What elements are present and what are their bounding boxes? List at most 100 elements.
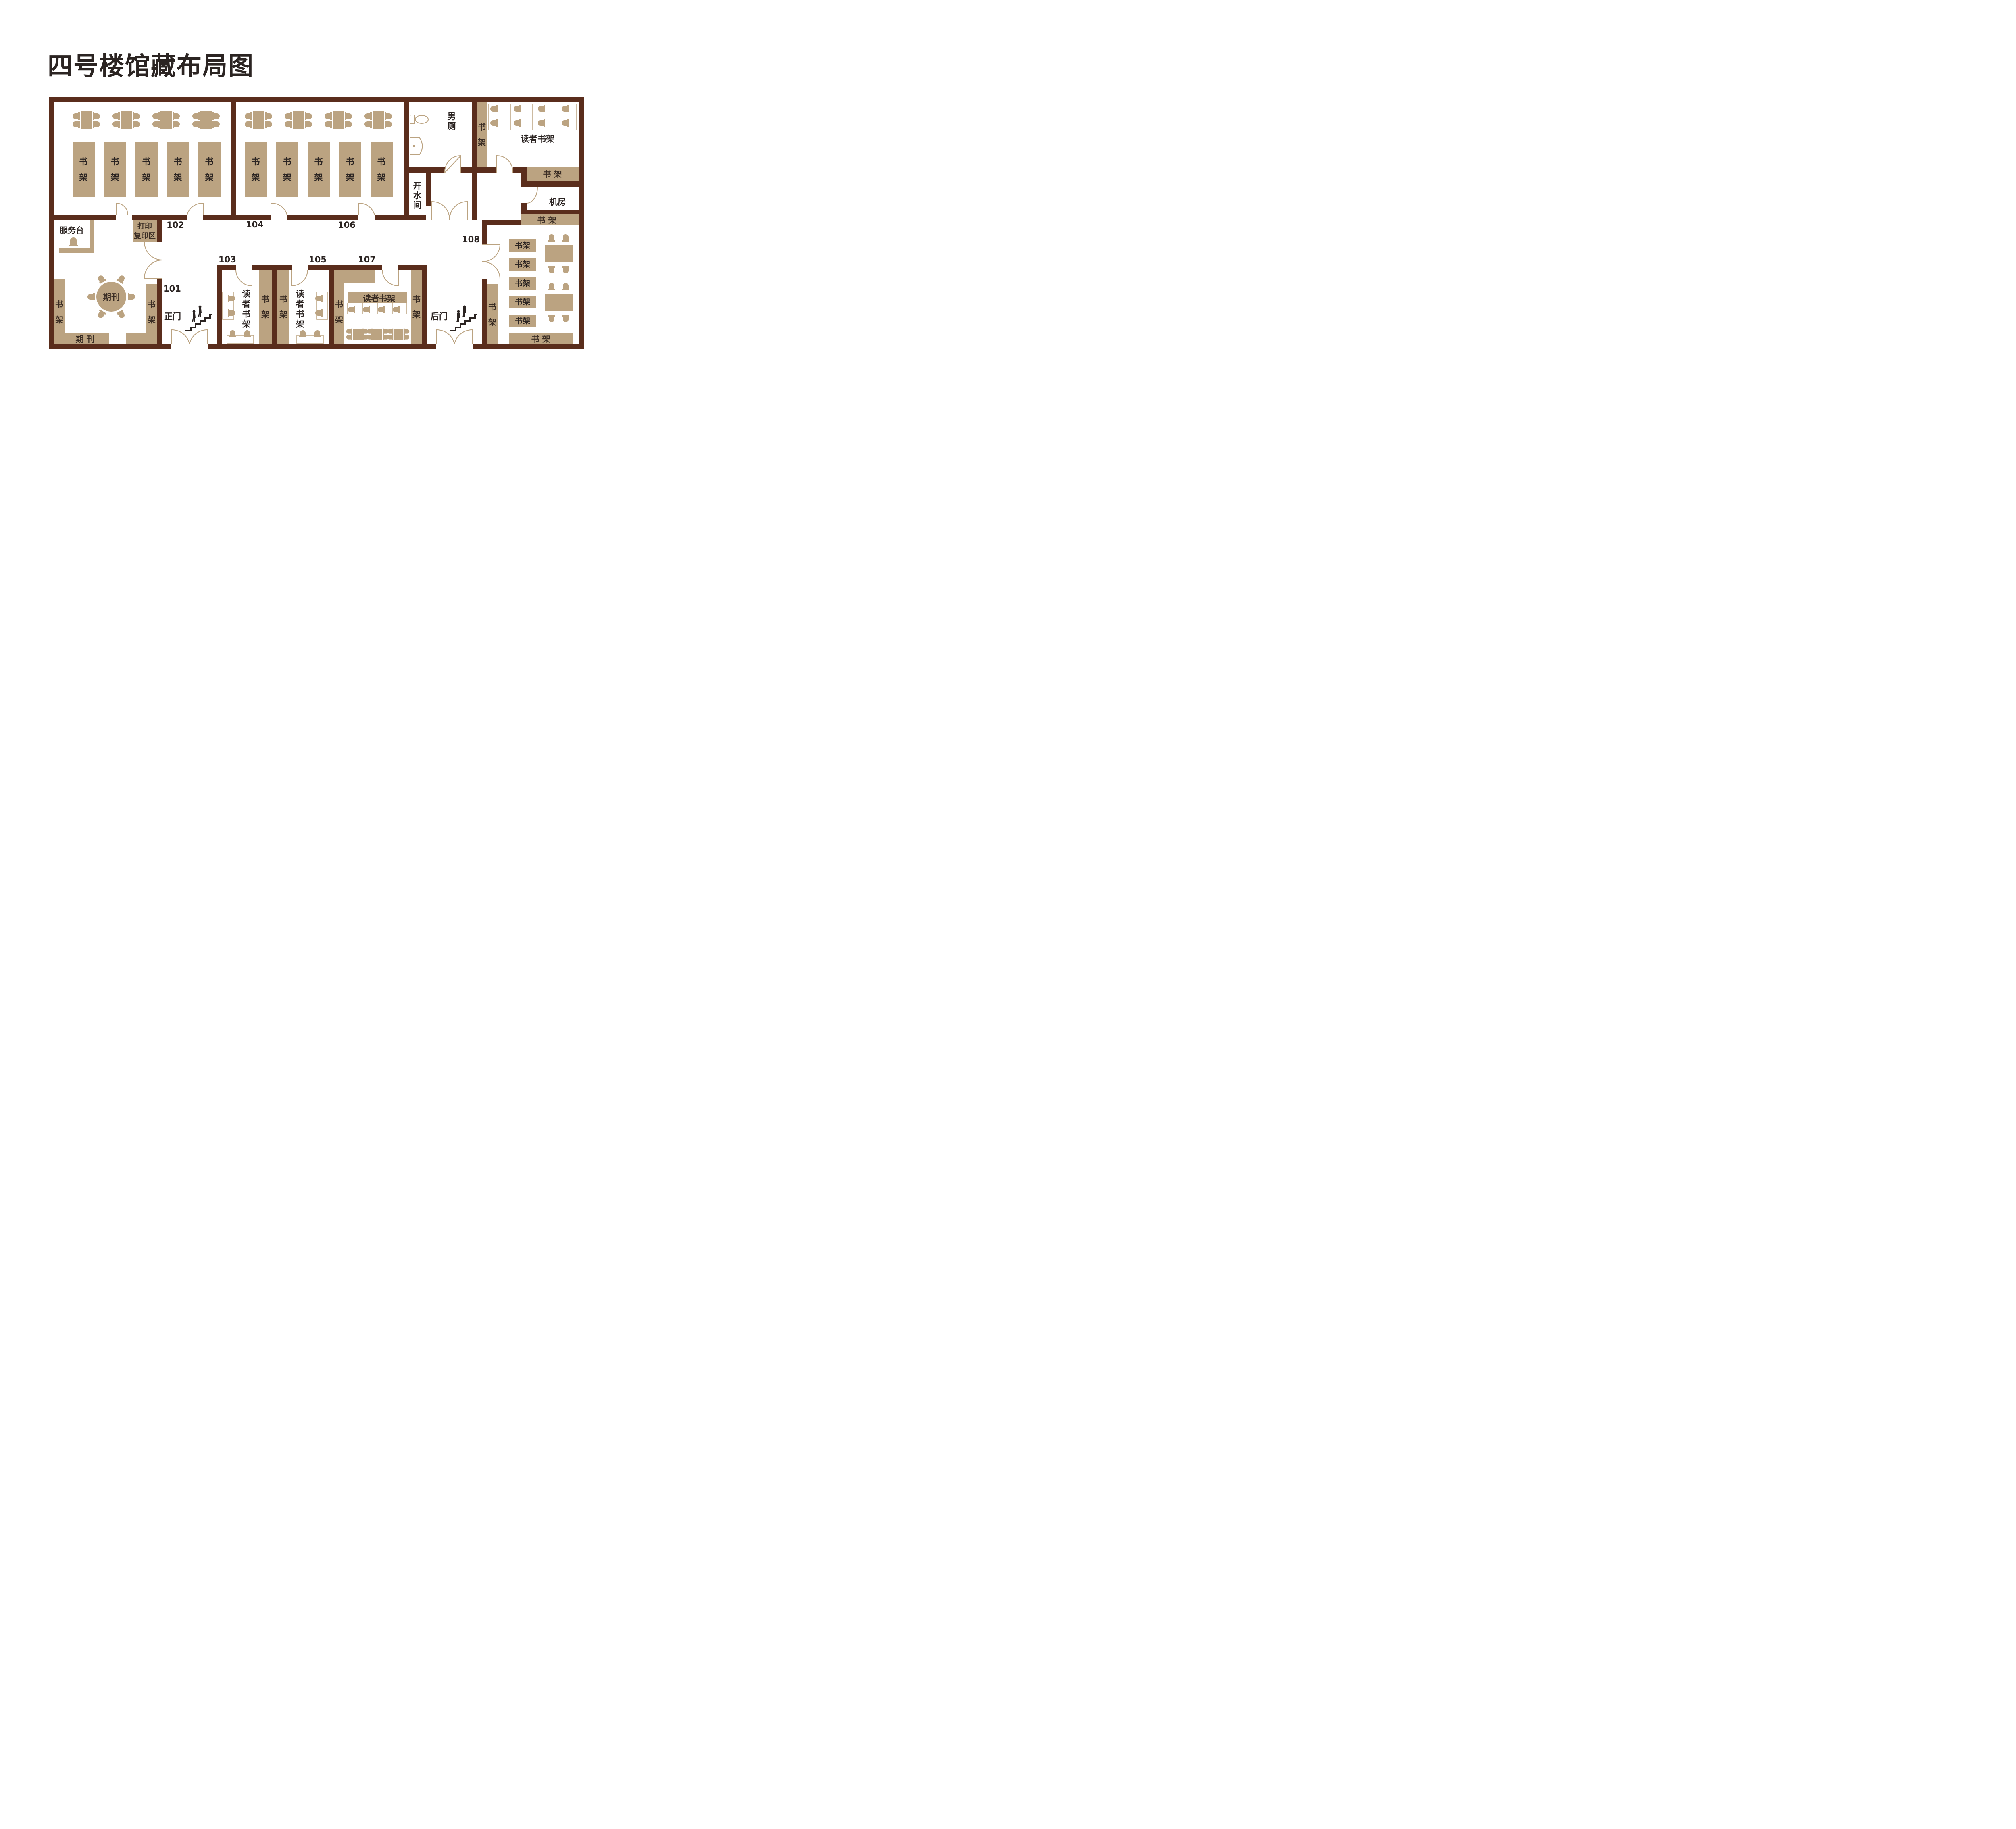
shelf-label: 架 [174, 173, 182, 182]
bookshelf [167, 142, 189, 197]
svg-text:读: 读 [296, 289, 304, 299]
bookshelf [245, 142, 267, 197]
bookshelf [73, 142, 95, 197]
room-102-furniture: 书架 书架 书架 书架 书架 [73, 111, 221, 197]
service-desk-label: 服务台 [60, 225, 84, 235]
svg-text:期 刊: 期 刊 [76, 334, 95, 344]
svg-text:书: 书 [335, 300, 343, 309]
svg-text:书: 书 [279, 294, 287, 304]
shelf-label: 书 [205, 157, 214, 167]
table-icon [285, 111, 312, 129]
svg-text:架: 架 [261, 310, 269, 319]
svg-text:架: 架 [488, 317, 496, 327]
bookshelf [339, 142, 361, 197]
bookshelf [371, 142, 393, 197]
desk-icon [488, 104, 577, 130]
room-number: 104 [246, 220, 264, 229]
svg-text:开: 开 [413, 181, 422, 191]
desk-icon [296, 292, 328, 344]
shelf-label: 书 [377, 157, 386, 167]
svg-text:书架: 书架 [515, 279, 530, 288]
table-icon [364, 111, 392, 129]
svg-text:书 架: 书 架 [543, 169, 562, 179]
shelf-label: 架 [252, 173, 260, 182]
room-107: 书 架 书 架 读者书架 [334, 270, 422, 344]
shelf-label: 书 [346, 157, 354, 167]
bookshelf [308, 142, 330, 197]
table-icon [73, 111, 100, 129]
room-number: 102 [167, 220, 184, 230]
table-icon [545, 245, 573, 262]
svg-text:者: 者 [296, 299, 304, 309]
svg-text:书架: 书架 [515, 241, 530, 250]
room-104-furniture: 书架 书架 书架 书架 书架 [245, 111, 393, 197]
back-door-label: 后门 [431, 312, 448, 321]
shelf-label: 架 [346, 173, 354, 182]
desk-icon [347, 303, 407, 314]
svg-text:书 架: 书 架 [537, 215, 556, 225]
room-number: 105 [309, 255, 327, 265]
water-room-label: 开 水 间 [413, 181, 422, 210]
svg-text:书架: 书架 [515, 260, 530, 269]
shelf-label: 书 [283, 157, 292, 167]
svg-text:打印: 打印 [137, 222, 152, 231]
svg-text:读: 读 [242, 289, 251, 299]
svg-text:书: 书 [296, 309, 304, 319]
svg-text:架: 架 [412, 310, 421, 319]
map-title: 四号楼馆藏布局图 [48, 51, 254, 81]
svg-text:书: 书 [478, 122, 486, 132]
table-icon [192, 111, 220, 129]
bookshelf [276, 142, 298, 197]
svg-text:架: 架 [335, 315, 343, 325]
stairs-icon [450, 305, 477, 331]
svg-text:架: 架 [55, 315, 63, 325]
reader-shelf-label: 读者书架 [521, 134, 554, 144]
table-icon [112, 111, 140, 129]
periodicals-label: 期刊 [103, 292, 120, 302]
shelf-label: 书 [142, 157, 151, 167]
sink-icon [410, 137, 423, 155]
svg-text:书: 书 [148, 300, 156, 309]
desk-icon [222, 292, 254, 344]
room-number: 101 [163, 284, 181, 294]
shelf-label: 架 [283, 173, 292, 182]
svg-text:书: 书 [488, 302, 496, 312]
reader-shelf-room: 书 架 读者书架 书 架 [477, 102, 579, 181]
main-door-label: 正门 [164, 312, 181, 321]
shelf-label: 架 [79, 173, 88, 182]
room-105: 书 架 读 者 书 架 [277, 270, 328, 344]
table-icon [325, 111, 352, 129]
shelf-label: 书 [79, 157, 88, 167]
room-number: 106 [338, 220, 356, 230]
svg-text:书架: 书架 [515, 317, 530, 325]
shelf-label: 书 [111, 157, 119, 167]
svg-text:书: 书 [55, 300, 63, 309]
shelf-label: 架 [377, 173, 386, 182]
shelf-label: 书 [252, 157, 260, 167]
reader-shelf-label: 读 者 书 架 [242, 289, 251, 329]
table-icon [152, 111, 180, 129]
room-103: 书 架 读 者 书 架 [222, 270, 272, 344]
mens-label: 男 [448, 112, 456, 121]
svg-text:复印区: 复印区 [133, 231, 156, 240]
room-number: 108 [462, 235, 480, 244]
periodicals-room: 服务台 打印 复印区 书 架 书 架 期 刊 期刊 [54, 220, 157, 344]
bookshelf [104, 142, 126, 197]
svg-text:书: 书 [412, 294, 421, 304]
table-icon [545, 294, 573, 311]
svg-text:架: 架 [148, 315, 156, 325]
mens-label: 厕 [448, 121, 456, 131]
bookshelf [135, 142, 158, 197]
mens-restroom: 男 厕 [410, 112, 456, 155]
bookshelf [198, 142, 221, 197]
svg-text:间: 间 [413, 200, 422, 210]
chair-icon [69, 237, 78, 246]
table-icon [96, 282, 126, 312]
reader-shelf-label: 读者书架 [363, 294, 395, 303]
server-room-label: 机房 [549, 197, 566, 207]
table-icon [245, 111, 272, 129]
table-icon [353, 329, 403, 340]
svg-text:水: 水 [413, 191, 422, 200]
svg-text:者: 者 [242, 299, 251, 309]
svg-text:架: 架 [478, 137, 486, 147]
